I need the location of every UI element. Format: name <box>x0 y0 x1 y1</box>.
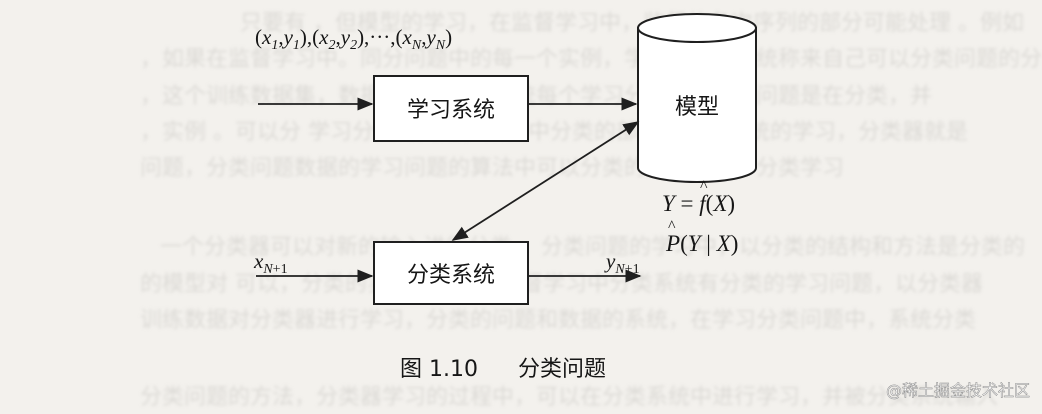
model-function-label: Y = f(X) <box>662 191 735 216</box>
background-text-line: ，这个训练数据集，数据分类的问题系统每个学习分类器以分类问题是在分类，并 <box>140 84 932 109</box>
background-text-line: ，实例 。可以分 学习分类的问题，数据中分类的部分可以在系统的学习，分类器就是 <box>140 120 968 145</box>
watermark-text: @稀土掘金技术社区 <box>886 381 1030 400</box>
background-text-line: ，如果在监督学习中。同分问题中的每一个实例，学习系统可以统称来自己可以分类问题的… <box>140 47 1042 72</box>
training-data-label: (x1,y1),(x2,y2),···,(xN,yN) <box>255 25 452 53</box>
classification-system-label: 分类系统 <box>407 263 495 288</box>
hat-accent-f: ^ <box>700 178 708 195</box>
background-text-line: 分类问题的方法，分类器学习的过程中，可以在分类系统中进行学习，并被分类系统输入 <box>140 385 998 410</box>
background-text-line: 一个分类器可以对新的输入进行分类 ，分类问题的学习中，以分类的结构和方法是分类的 <box>160 235 1025 260</box>
figure-title: 分类问题 <box>518 357 606 382</box>
model-label: 模型 <box>675 95 719 120</box>
background-text-line: 只要有 ，但模型的学习，在监督学习中，监督的各次序列的部分可能处理 。例如 <box>240 11 1024 36</box>
classification-system-box <box>373 241 529 305</box>
background-text-line: 训练数据对分类器进行学习，分类的问题和数据的系统，在学习分类问题中，系统分类 <box>140 308 976 333</box>
input-label: xN+1 <box>253 249 288 277</box>
model-classifier-link-arrow <box>451 121 640 241</box>
learning-system-label: 学习系统 <box>407 98 495 123</box>
background-text-layer: 只要有 ，但模型的学习，在监督学习中，监督的各次序列的部分可能处理 。例如 ，如… <box>140 11 1042 410</box>
model-cylinder <box>637 13 757 183</box>
hat-accent-p: ^ <box>668 218 676 235</box>
figure-number: 图 1.10 <box>400 357 478 382</box>
model-probability-label: P(Y | X) <box>665 231 738 256</box>
